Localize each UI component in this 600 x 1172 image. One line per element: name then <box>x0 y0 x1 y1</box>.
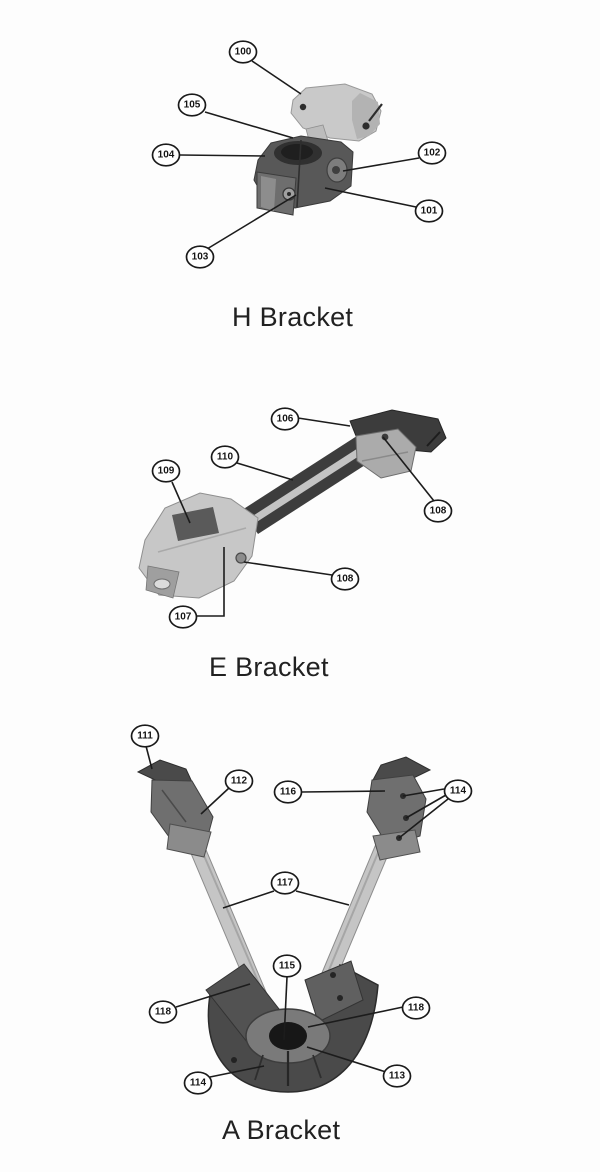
callout-label: 107 <box>175 612 192 623</box>
leader-line <box>306 1046 387 1073</box>
leader-line <box>236 462 294 481</box>
leader-line <box>222 890 275 909</box>
leader-line <box>251 60 302 95</box>
h-bracket-callouts: 100 105 104 102 101 103 <box>151 40 447 269</box>
callout-label: 118 <box>155 1007 172 1018</box>
callout-116: 116 <box>273 780 303 804</box>
callout-label: 103 <box>192 252 209 263</box>
callout-107: 107 <box>168 605 198 629</box>
callout-102: 102 <box>417 141 447 165</box>
a-bracket-illustration <box>136 756 432 1093</box>
callout-109: 109 <box>151 459 181 483</box>
a-bracket-title: A Bracket <box>222 1115 341 1145</box>
callout-113: 113 <box>382 1064 412 1088</box>
h-bracket-leader-lines <box>179 60 420 250</box>
a-bracket-leader-lines <box>145 745 449 1078</box>
callout-label: 116 <box>280 787 297 798</box>
leader-line <box>209 1065 265 1078</box>
callout-label: 110 <box>217 452 234 463</box>
leader-line <box>206 194 297 250</box>
callout-label: 101 <box>421 206 438 217</box>
a-bracket-callouts: 111 112 116 114 117 115 <box>130 724 473 1095</box>
h-bracket-title: H Bracket <box>232 302 354 332</box>
leader-line <box>243 561 333 576</box>
leader-line <box>197 547 225 617</box>
leader-line <box>324 187 417 208</box>
leader-line <box>382 436 435 502</box>
callout-label: 106 <box>277 414 294 425</box>
callout-label: 104 <box>158 150 175 161</box>
callout-label: 105 <box>184 100 201 111</box>
h-bracket-illustration <box>253 83 383 216</box>
leader-line <box>295 890 350 906</box>
leader-line <box>402 788 445 797</box>
callout-label: 113 <box>389 1071 406 1082</box>
callout-label: 117 <box>277 878 294 889</box>
callout-115: 115 <box>272 954 302 978</box>
e-bracket-callouts: 106 110 109 108 108 107 <box>151 407 453 629</box>
callout-108-bottom: 108 <box>330 567 360 591</box>
leader-line <box>301 790 386 793</box>
leader-line <box>405 794 447 819</box>
callout-114-bottom: 114 <box>183 1071 213 1095</box>
leader-line <box>171 481 191 524</box>
leader-line <box>307 1006 404 1028</box>
callout-100: 100 <box>228 40 258 64</box>
callout-label: 111 <box>137 731 153 742</box>
callout-label: 108 <box>430 506 447 517</box>
e-bracket-illustration <box>138 409 447 599</box>
callout-label: 118 <box>408 1003 425 1014</box>
callout-106: 106 <box>270 407 300 431</box>
leader-line <box>283 976 288 1041</box>
callout-108-right: 108 <box>423 499 453 523</box>
leader-line <box>200 787 230 815</box>
leader-line <box>342 157 420 172</box>
e-bracket-leader-lines <box>171 417 435 617</box>
callout-110: 110 <box>210 445 240 469</box>
callout-label: 114 <box>190 1078 207 1089</box>
e-bracket-title: E Bracket <box>209 652 329 682</box>
callout-105: 105 <box>177 93 207 117</box>
callout-label: 108 <box>337 574 354 585</box>
callout-117: 117 <box>270 871 300 895</box>
callout-118-left: 118 <box>148 1000 178 1024</box>
leader-line <box>175 983 251 1008</box>
callout-112: 112 <box>224 769 254 793</box>
callout-118-right: 118 <box>401 996 431 1020</box>
callout-114-top: 114 <box>443 779 473 803</box>
callout-label: 102 <box>424 148 441 159</box>
leader-line <box>179 154 266 157</box>
leader-line <box>398 798 449 839</box>
callout-103: 103 <box>185 245 215 269</box>
callout-label: 114 <box>450 786 467 797</box>
leader-line <box>145 745 153 770</box>
callout-101: 101 <box>414 199 444 223</box>
callout-label: 109 <box>158 466 175 477</box>
callout-label: 100 <box>235 47 252 58</box>
callout-label: 115 <box>279 961 296 972</box>
leader-line <box>297 417 351 427</box>
leader-line <box>204 111 294 139</box>
callout-104: 104 <box>151 143 181 167</box>
callout-111: 111 <box>130 724 160 748</box>
callout-label: 112 <box>231 776 248 787</box>
